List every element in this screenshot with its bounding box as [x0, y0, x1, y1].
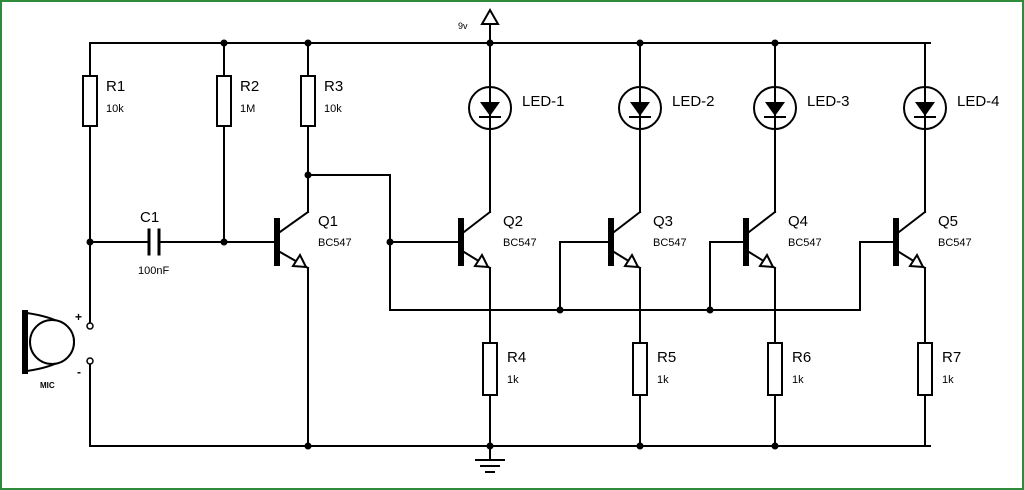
- r6-value: 1k: [792, 374, 804, 386]
- r4-name: R4: [507, 349, 526, 366]
- led-1-name: LED-1: [522, 93, 565, 110]
- r1-value: 10k: [106, 103, 124, 115]
- resistor-r5: R5 1k: [632, 342, 676, 396]
- q1-part: BC547: [318, 237, 352, 249]
- q4-name: Q4: [788, 213, 808, 230]
- r4-value: 1k: [507, 374, 519, 386]
- transistor-q3: Q3 BC547: [608, 210, 687, 270]
- mic-plus-sign: +: [75, 310, 82, 324]
- resistor-r1: R1 10k: [82, 75, 125, 127]
- r2-value: 1M: [240, 103, 255, 115]
- r3-name: R3: [324, 78, 343, 95]
- r5-name: R5: [657, 349, 676, 366]
- r1-name: R1: [106, 78, 125, 95]
- mic-minus-sign: -: [77, 365, 81, 379]
- resistor-r6: R6 1k: [767, 342, 811, 396]
- ground-symbol: [475, 459, 505, 473]
- q5-name: Q5: [938, 213, 958, 230]
- r7-name: R7: [942, 349, 961, 366]
- resistor-r7: R7 1k: [917, 342, 961, 396]
- transistor-q4: Q4 BC547: [743, 210, 822, 270]
- q2-name: Q2: [503, 213, 523, 230]
- mic-minus-terminal: [86, 357, 94, 365]
- led-4-name: LED-4: [957, 93, 1000, 110]
- mic-plus-terminal: [86, 322, 94, 330]
- q4-part: BC547: [788, 237, 822, 249]
- q1-name: Q1: [318, 213, 338, 230]
- resistor-r2: R2 1M: [216, 75, 259, 127]
- led-2-name: LED-2: [672, 93, 715, 110]
- c1-name: C1: [140, 209, 159, 226]
- r2-name: R2: [240, 78, 259, 95]
- r5-value: 1k: [657, 374, 669, 386]
- led-4: LED-4: [903, 86, 1000, 130]
- led-3: LED-3: [753, 86, 850, 130]
- r7-value: 1k: [942, 374, 954, 386]
- led-1: LED-1: [468, 86, 565, 130]
- resistor-r3: R3 10k: [300, 75, 343, 127]
- junction-dots: [86, 39, 779, 450]
- resistor-r4: R4 1k: [482, 342, 526, 396]
- transistor-q1: Q1 BC547: [274, 210, 352, 270]
- mic-label: MIC: [40, 381, 55, 390]
- transistor-q5: Q5 BC547: [893, 210, 972, 270]
- microphone: + - MIC: [22, 310, 94, 390]
- transistor-q2: Q2 BC547: [458, 210, 537, 270]
- q5-part: BC547: [938, 237, 972, 249]
- c1-value: 100nF: [138, 265, 169, 277]
- wires: [89, 21, 931, 461]
- r6-name: R6: [792, 349, 811, 366]
- q2-part: BC547: [503, 237, 537, 249]
- supply-voltage-label: 9v: [458, 21, 468, 31]
- led-2: LED-2: [618, 86, 715, 130]
- q3-name: Q3: [653, 213, 673, 230]
- led-3-name: LED-3: [807, 93, 850, 110]
- r3-value: 10k: [324, 103, 342, 115]
- supply-terminal: 9v: [458, 7, 500, 31]
- capacitor-c1: C1 100nF: [138, 209, 169, 277]
- q3-part: BC547: [653, 237, 687, 249]
